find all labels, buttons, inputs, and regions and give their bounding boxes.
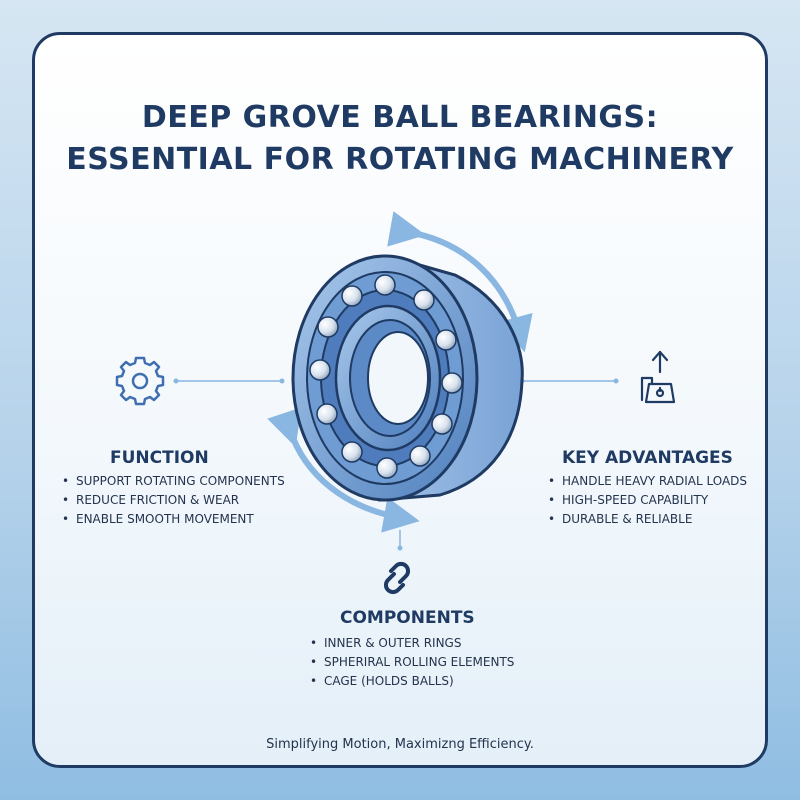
ball bbox=[413, 289, 435, 311]
rotation-arrow-bottom bbox=[267, 407, 420, 533]
components-item: CAGE (HOLDS BALLS) bbox=[310, 672, 514, 691]
ball bbox=[374, 274, 396, 296]
components-item: INNER & OUTER RINGS bbox=[310, 634, 514, 653]
advantages-heading: KEY ADVANTAGES bbox=[562, 448, 733, 468]
advantages-item: HIGH-SPEED CAPABILITY bbox=[548, 491, 747, 510]
advantages-item: HANDLE HEAVY RADIAL LOADS bbox=[548, 472, 747, 491]
function-list: SUPPORT ROTATING COMPONENTS REDUCE FRICT… bbox=[62, 472, 285, 529]
ball bbox=[341, 285, 363, 307]
ball bbox=[431, 413, 453, 435]
load-arrow-icon bbox=[640, 350, 676, 404]
ball bbox=[341, 441, 363, 463]
bore bbox=[367, 331, 429, 425]
connector-components-dot bbox=[397, 545, 403, 551]
ball bbox=[316, 403, 338, 425]
advantages-list: HANDLE HEAVY RADIAL LOADS HIGH-SPEED CAP… bbox=[548, 472, 747, 529]
function-heading: FUNCTION bbox=[110, 448, 209, 468]
ball bbox=[309, 359, 331, 381]
components-item: SPHERIRAL ROLLING ELEMENTS bbox=[310, 653, 514, 672]
bearing-illustration bbox=[291, 254, 524, 502]
ball bbox=[409, 445, 431, 467]
ball bbox=[435, 329, 457, 351]
ball bbox=[376, 457, 398, 479]
connector-function-dot-right bbox=[279, 378, 285, 384]
connector-advantages-dot-right bbox=[613, 378, 619, 384]
components-heading: COMPONENTS bbox=[340, 608, 475, 628]
function-item: REDUCE FRICTION & WEAR bbox=[62, 491, 285, 510]
connector-lines bbox=[173, 378, 619, 551]
chain-link-icon bbox=[383, 561, 411, 595]
function-item: SUPPORT ROTATING COMPONENTS bbox=[62, 472, 285, 491]
tagline: Simplifying Motion, Maximizng Efficiency… bbox=[266, 737, 534, 752]
rolling-elements bbox=[309, 274, 463, 479]
title-line-1: DEEP GROVE BALL BEARINGS: bbox=[141, 100, 659, 135]
title-line-2: ESSENTIAL FOR ROTATING MACHINERY bbox=[66, 142, 734, 177]
connector-function-dot-left bbox=[173, 378, 179, 384]
components-list: INNER & OUTER RINGS SPHERIRAL ROLLING EL… bbox=[310, 634, 514, 691]
function-item: ENABLE SMOOTH MOVEMENT bbox=[62, 510, 285, 529]
ball bbox=[317, 316, 339, 338]
gear-icon bbox=[115, 356, 165, 406]
advantages-item: DURABLE & RELIABLE bbox=[548, 510, 747, 529]
ball bbox=[441, 372, 463, 394]
rotation-arrows bbox=[267, 211, 533, 533]
rotation-arrow-top bbox=[387, 211, 533, 353]
